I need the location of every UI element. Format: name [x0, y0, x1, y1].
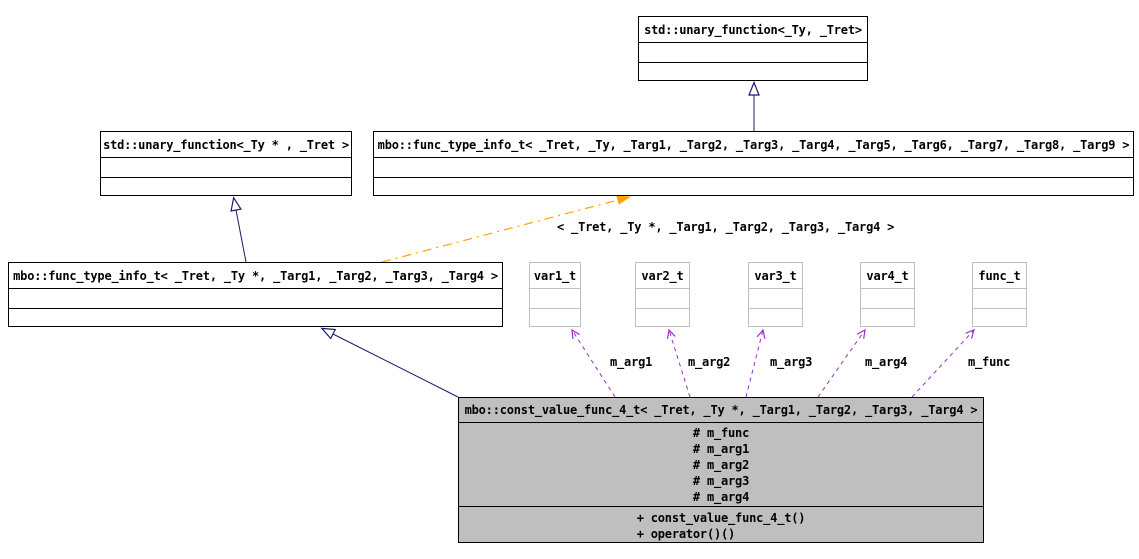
- attributes-compartment: # m_func # m_arg1 # m_arg2 # m_arg3 # m_…: [459, 423, 983, 507]
- attributes-compartment: [636, 289, 689, 309]
- class-title[interactable]: std::unary_function<_Ty, _Tret>: [639, 17, 867, 43]
- class-title[interactable]: std::unary_function<_Ty * , _Tret >: [101, 132, 351, 158]
- class-title[interactable]: mbo::func_type_info_t< _Tret, _Ty *, _Ta…: [9, 263, 502, 289]
- class-box-var4-t: var4_t: [860, 262, 915, 327]
- methods-compartment: [639, 63, 867, 80]
- attributes-compartment: [639, 43, 867, 63]
- attributes-compartment: [749, 289, 802, 309]
- attribute-m-arg2: # m_arg2: [692, 458, 750, 472]
- class-box-func-type-info-t-9args[interactable]: mbo::func_type_info_t< _Tret, _Ty, _Targ…: [373, 131, 1134, 196]
- methods-compartment: [101, 178, 351, 195]
- edge-label-m-arg2: m_arg2: [688, 355, 731, 369]
- methods-compartment: [374, 178, 1133, 195]
- attributes-compartment: [530, 289, 580, 309]
- methods-compartment: [861, 309, 914, 326]
- attributes-compartment: [861, 289, 914, 309]
- template-instantiation-edge-label: < _Tret, _Ty *, _Targ1, _Targ2, _Targ3, …: [557, 220, 895, 234]
- method-operator-call: + operator()(): [636, 527, 736, 541]
- member-edge-m-arg3: [745, 328, 766, 398]
- class-box-func-type-info-t-4args[interactable]: mbo::func_type_info_t< _Tret, _Ty *, _Ta…: [8, 262, 503, 327]
- class-title: var3_t: [749, 263, 802, 289]
- attribute-m-arg1: # m_arg1: [692, 442, 750, 456]
- class-title[interactable]: mbo::func_type_info_t< _Tret, _Ty, _Targ…: [374, 132, 1133, 158]
- method-constructor: + const_value_func_4_t(): [636, 511, 806, 525]
- class-title: var1_t: [530, 263, 580, 289]
- edge-label-m-arg1: m_arg1: [610, 355, 653, 369]
- edge-label-m-arg3: m_arg3: [770, 355, 813, 369]
- attributes-compartment: [101, 158, 351, 178]
- methods-compartment: [9, 309, 502, 326]
- attribute-m-arg4: # m_arg4: [692, 490, 750, 504]
- member-edge-m-arg2: [666, 328, 691, 398]
- attributes-compartment: [9, 289, 502, 309]
- class-box-var1-t: var1_t: [529, 262, 581, 327]
- member-edge-m-func: [911, 329, 975, 398]
- class-box-std-unary-function[interactable]: std::unary_function<_Ty, _Tret>: [638, 16, 868, 81]
- class-box-var3-t: var3_t: [748, 262, 803, 327]
- class-box-var2-t: var2_t: [635, 262, 690, 327]
- inheritance-edge-functypeinfo4-to-unaryfunctionptr: [230, 196, 247, 263]
- methods-compartment: [530, 309, 580, 326]
- class-title: var2_t: [636, 263, 689, 289]
- methods-compartment: [636, 309, 689, 326]
- member-edge-m-arg1: [571, 328, 616, 398]
- edge-label-m-arg4: m_arg4: [865, 355, 908, 369]
- class-box-func-t: func_t: [972, 262, 1027, 327]
- methods-compartment: + const_value_func_4_t() + operator()(): [459, 507, 983, 542]
- inheritance-edge-constvaluefunc-to-functypeinfo4: [320, 327, 459, 398]
- methods-compartment: [749, 309, 802, 326]
- class-title: mbo::const_value_func_4_t< _Tret, _Ty *,…: [459, 398, 983, 423]
- methods-compartment: [973, 309, 1026, 326]
- class-box-std-unary-function-ptr[interactable]: std::unary_function<_Ty * , _Tret >: [100, 131, 352, 196]
- class-title: func_t: [973, 263, 1026, 289]
- attribute-m-arg3: # m_arg3: [692, 474, 750, 488]
- attributes-compartment: [374, 158, 1133, 178]
- class-title: var4_t: [861, 263, 914, 289]
- member-edge-m-arg4: [817, 328, 866, 398]
- class-box-const-value-func-4-t: mbo::const_value_func_4_t< _Tret, _Ty *,…: [458, 397, 984, 543]
- edge-label-m-func: m_func: [968, 355, 1011, 369]
- attributes-compartment: [973, 289, 1026, 309]
- attribute-m-func: # m_func: [692, 426, 750, 440]
